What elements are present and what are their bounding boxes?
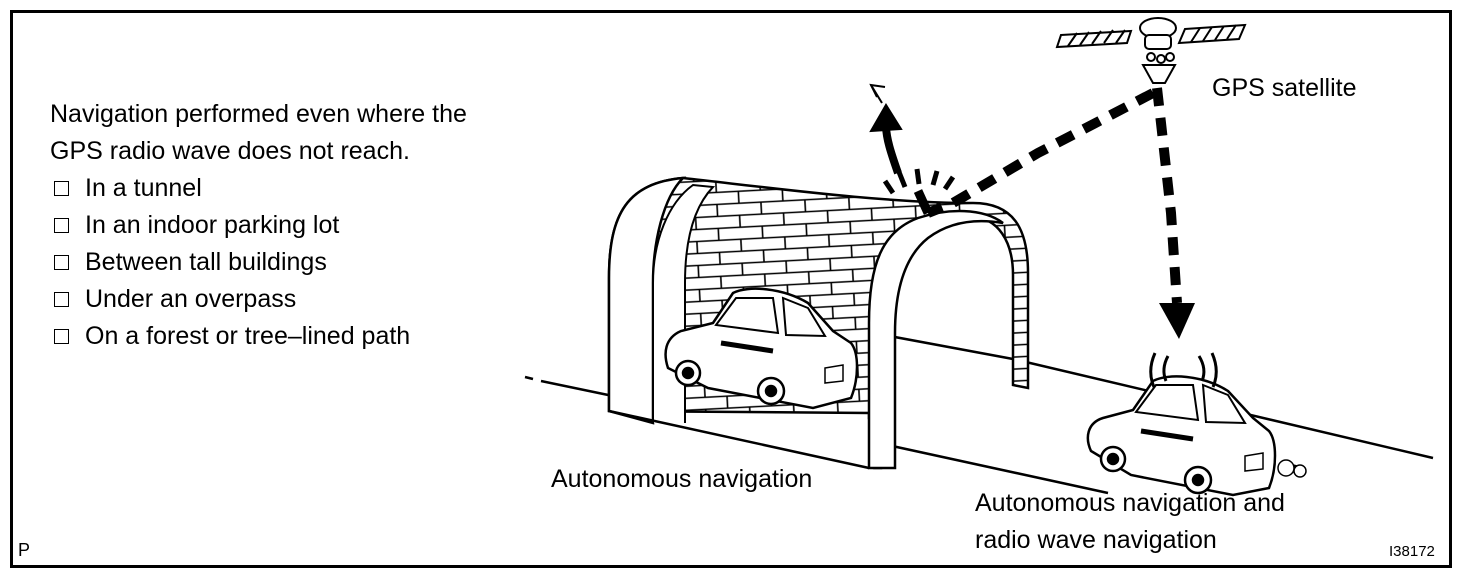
navigation-scene-illustration	[524, 17, 1434, 497]
condition-item: Between tall buildings	[50, 244, 410, 281]
car-outside-icon	[1086, 375, 1307, 497]
condition-item: In a tunnel	[50, 170, 410, 207]
gps-satellite-icon	[1055, 17, 1247, 84]
combined-label-line-2: radio wave navigation	[975, 526, 1217, 554]
checkbox-square-icon	[54, 181, 69, 196]
condition-item: Under an overpass	[50, 281, 410, 318]
autonomous-navigation-label: Autonomous navigation	[551, 465, 813, 493]
condition-list: In a tunnel In an indoor parking lot Bet…	[50, 170, 410, 355]
heading-line-2: GPS radio wave does not reach.	[50, 137, 410, 165]
gps-signal-blocked-path	[913, 88, 1156, 218]
gps-signal-to-car-arrow	[1152, 87, 1195, 339]
condition-item: On a forest or tree–lined path	[50, 318, 410, 355]
signal-reflection-rays-icon	[882, 168, 956, 195]
checkbox-square-icon	[54, 218, 69, 233]
gps-satellite-label: GPS satellite	[1212, 74, 1357, 102]
heading-line-1: Navigation performed even where the	[50, 100, 467, 128]
car-in-tunnel-icon	[664, 287, 859, 410]
combined-label-line-1: Autonomous navigation and	[975, 489, 1285, 517]
checkbox-square-icon	[54, 329, 69, 344]
condition-item: In an indoor parking lot	[50, 207, 410, 244]
checkbox-square-icon	[54, 255, 69, 270]
figure-code: I38172	[1389, 543, 1435, 560]
diagram-frame: Navigation performed even where the GPS …	[10, 10, 1452, 568]
signal-reception-waves-icon	[1149, 352, 1218, 388]
diagram-heading: Navigation performed even where the GPS …	[50, 96, 467, 170]
reflected-signal-arrow	[869, 83, 903, 175]
combined-navigation-label: Autonomous navigation and radio wave nav…	[975, 485, 1285, 559]
corner-mark: P	[18, 540, 31, 560]
checkbox-square-icon	[54, 292, 69, 307]
